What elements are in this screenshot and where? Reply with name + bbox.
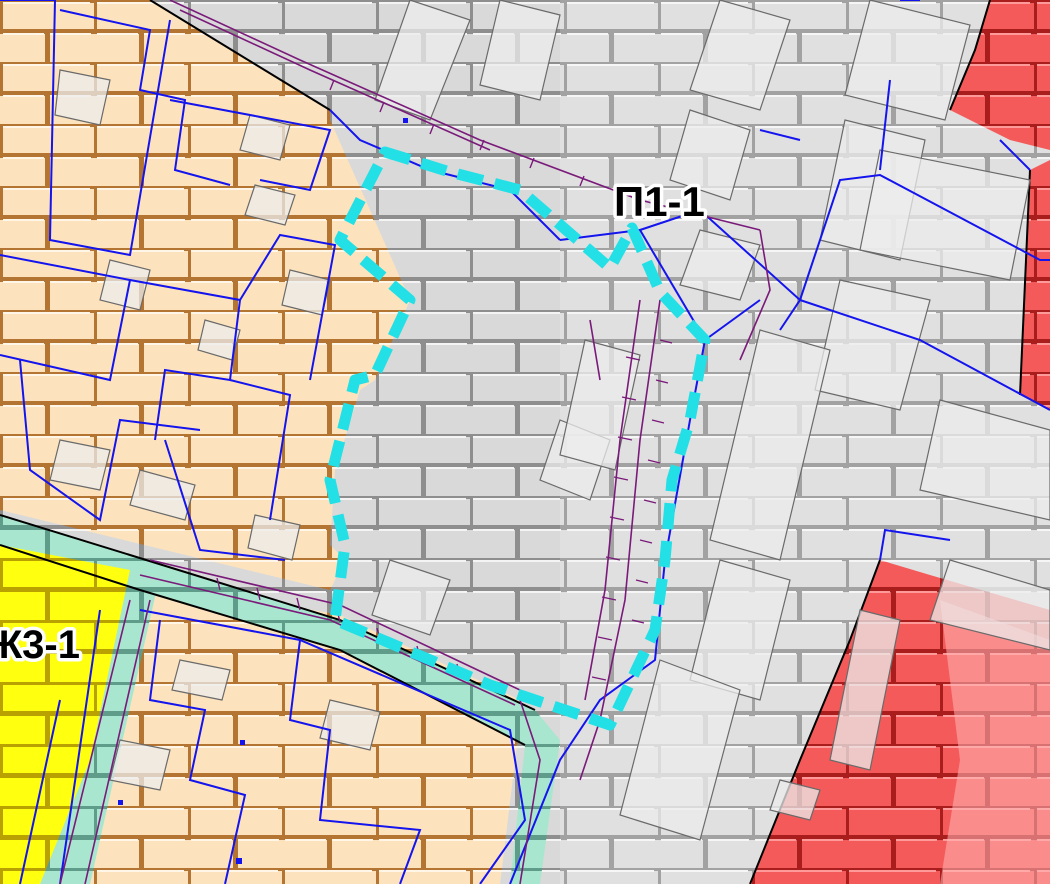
- utility-lines: [59, 0, 771, 884]
- green-strip-road: [0, 515, 560, 884]
- red-zone-pink-strip: [940, 600, 1050, 884]
- zone-label-main: П1-1: [614, 178, 705, 225]
- buildings-layer: [49, 0, 1050, 841]
- residential-zone-north: [0, 0, 410, 590]
- highlighted-territory-outline[interactable]: [324, 146, 711, 731]
- red-zone-top-right: [950, 0, 1050, 150]
- point-markers: [118, 118, 408, 864]
- zone-label-left: Ж3-1: [0, 623, 80, 667]
- red-zone-east-edge: [1020, 160, 1050, 410]
